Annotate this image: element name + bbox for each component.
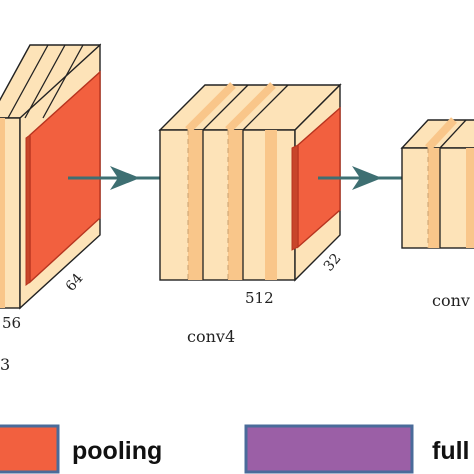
- block-4-width-label: 512: [245, 289, 274, 307]
- block-4-depth-label: 32: [321, 251, 345, 275]
- block-5-name-label: conv: [432, 291, 470, 310]
- block-3-name-label: 3: [0, 355, 10, 374]
- conv-block-4: [158, 82, 342, 282]
- legend-pooling-label: pooling: [72, 437, 162, 465]
- block-3-width-label: 56: [2, 314, 21, 332]
- conv-block-5: [400, 117, 474, 249]
- legend-fc-label: full: [432, 437, 470, 465]
- block-3-depth-label: 64: [63, 271, 87, 295]
- legend: pooling full: [0, 424, 470, 474]
- conv-block-3: [0, 43, 102, 310]
- block-4-name-label: conv4: [187, 327, 235, 346]
- legend-pooling-swatch: [0, 424, 60, 474]
- legend-fc-swatch: [244, 424, 414, 474]
